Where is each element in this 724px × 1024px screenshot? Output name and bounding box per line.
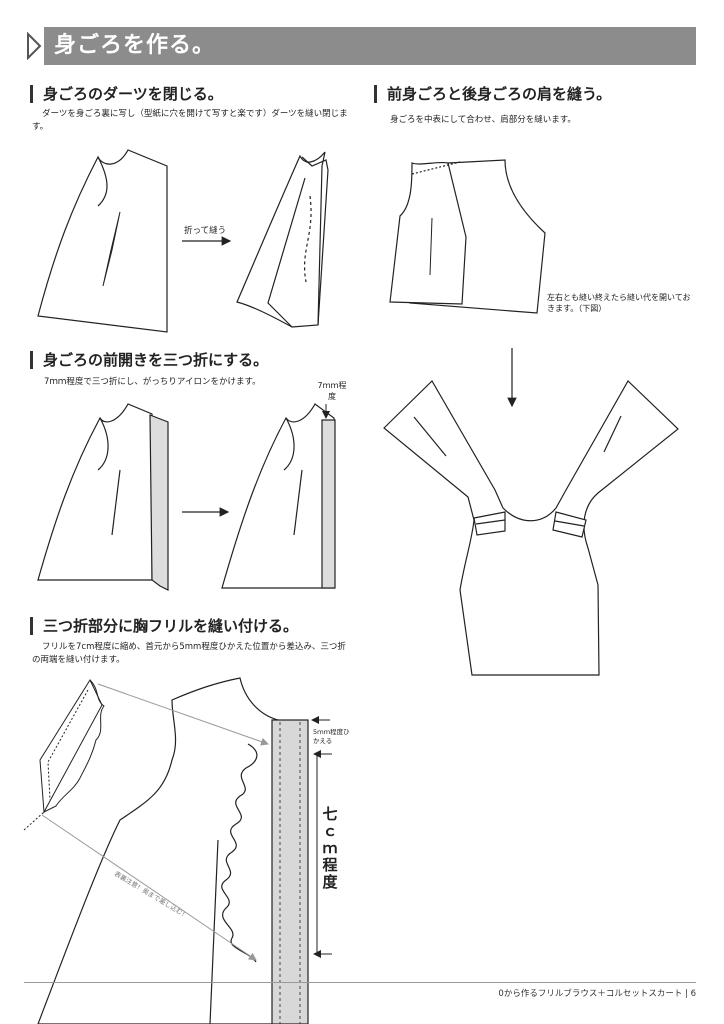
frill-length-label: 七ｃｍ程度 <box>322 805 338 891</box>
frill-piece <box>23 678 105 831</box>
bodice-with-dart <box>37 149 168 333</box>
fold-sew-label: 折って縫う <box>184 226 227 236</box>
page-title: 身ごろを作る。 <box>54 33 216 58</box>
bodice-placket-open <box>37 403 169 591</box>
bodice-placket-folded <box>221 403 336 589</box>
page-title-bar: 身ごろを作る。 <box>24 27 696 65</box>
footer-text: 0から作るフリルブラウス＋コルセットスカート | 6 <box>498 989 696 999</box>
section-desc-dart: ダーツを身ごろ裏に写し（型紙に穴を開けて写すと楽です）ダーツを縫い閉じます。 <box>32 109 348 132</box>
bodice-folded <box>236 151 329 328</box>
footer-divider <box>24 982 696 983</box>
placket-strip <box>271 719 309 1024</box>
section-desc-shoulder: 身ごろを中表にして合わせ、肩部分を縫います。 <box>390 115 576 125</box>
section-desc-frill: フリルを7cm程度に縮め、首元から5mm程度ひかえた位置から差込み、三つ折の両端… <box>32 642 346 665</box>
play-triangle-icon <box>27 32 42 60</box>
frill-ruffle <box>221 743 258 963</box>
section-desc-placket: 7ｍｍ程度で三つ折にし、がっちりアイロンをかけます。 <box>44 377 261 387</box>
measure-7mm-label: 7ｍｍ程度 <box>317 381 347 401</box>
title-marker <box>24 27 46 65</box>
section-title-dart: 身ごろのダーツを閉じる。 <box>30 85 223 103</box>
shoulder-note: 左右とも縫い終えたら縫い代を開いておきます。（下図） <box>547 293 691 313</box>
offset-5mm-label: 5ｍｍ程度ひかえる <box>313 728 350 745</box>
section-title-placket: 身ごろの前開きを三つ折にする。 <box>30 351 268 369</box>
section-title-frill: 三つ折部分に胸フリルを縫い付ける。 <box>30 617 298 635</box>
bodice-pair <box>389 159 546 314</box>
bodice-opened <box>383 380 679 676</box>
section-title-shoulder: 前身ごろと後身ごろの肩を縫う。 <box>374 85 611 103</box>
